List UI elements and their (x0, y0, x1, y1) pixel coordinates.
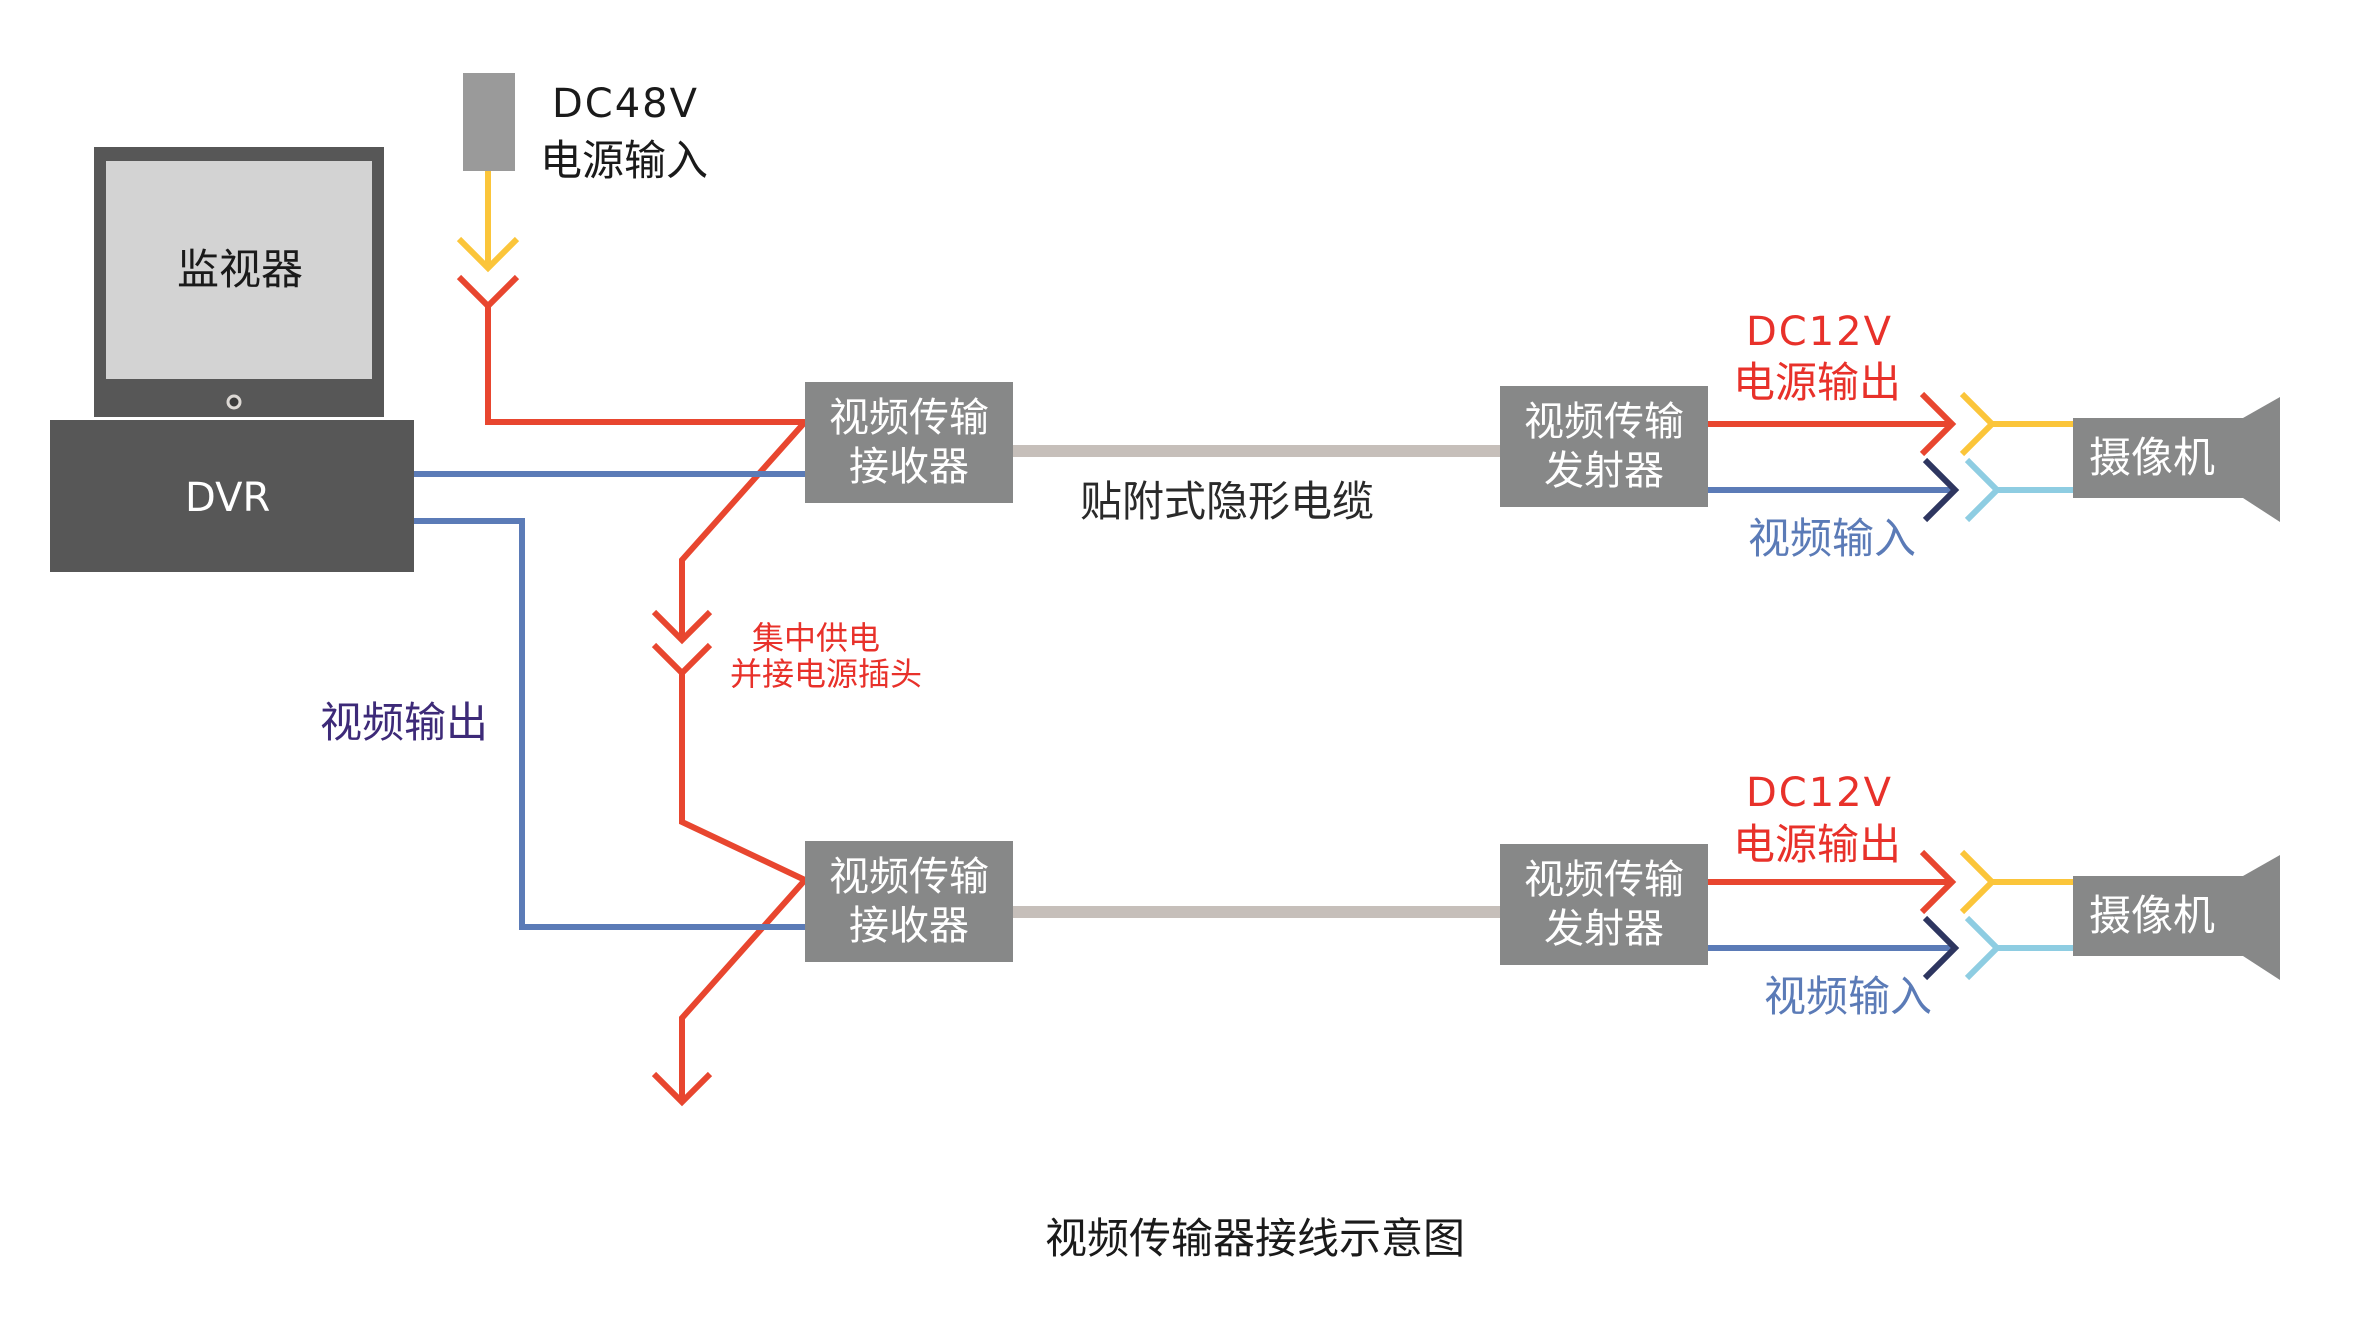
yellow-socket-y-icon-ch2 (1959, 849, 1997, 915)
red-arrow-right-icon-ch1 (1919, 391, 1957, 457)
diagram-title: 视频传输器接线示意图 (1045, 1214, 1466, 1263)
power-out-voltage-ch2: DC12V (1746, 770, 1893, 816)
transmitter-ch1: 视频传输 发射器 (1500, 386, 1708, 507)
red-arrow-down-icon-2 (651, 1071, 713, 1107)
receiver-ch2-line2: 接收器 (849, 902, 969, 949)
video-output-label: 视频输出 (320, 698, 489, 747)
power-input-label: 电源输入 (540, 136, 709, 185)
video-in-label-ch2: 视频输入 (1764, 972, 1933, 1021)
red-socket-y-icon-2 (651, 642, 713, 678)
lightblue-socket-y-icon-ch1 (1964, 457, 2002, 523)
camera-body-ch1 (2073, 418, 2245, 498)
transmitter-ch1-line2: 发射器 (1544, 447, 1664, 494)
power-distribution-red-wire-upper (679, 420, 808, 640)
transmitter-ch1-line1: 视频传输 (1524, 398, 1684, 445)
yellow-arrow-icon (456, 236, 520, 273)
dvr-label: DVR (185, 475, 271, 521)
dvr-body (50, 420, 414, 572)
receiver-ch1-line2: 接收器 (849, 443, 969, 490)
power-out-label-ch1: 电源输出 (1733, 358, 1902, 407)
camera-body-ch2 (2073, 876, 2245, 956)
power-out-voltage-ch1: DC12V (1746, 309, 1893, 355)
red-arrow-right-icon-ch2 (1919, 849, 1957, 915)
monitor-label: 监视器 (177, 245, 304, 294)
receiver-ch2: 视频传输 接收器 (805, 841, 1013, 962)
central-power-note-line2: 并接电源插头 (730, 655, 923, 693)
camera-label-ch1: 摄像机 (2089, 433, 2216, 482)
video-in-label-ch1: 视频输入 (1748, 514, 1917, 563)
central-power-note-line1: 集中供电 (752, 619, 881, 657)
camera-label-ch2: 摄像机 (2089, 891, 2216, 940)
power-distribution-red-wire-lower (679, 673, 810, 1102)
transmitter-ch2-line2: 发射器 (1544, 905, 1664, 952)
cable-label: 贴附式隐形电缆 (1080, 477, 1375, 526)
transmitter-ch2-line1: 视频传输 (1524, 856, 1684, 903)
camera-lens-ch2 (2243, 855, 2280, 980)
red-socket-y-icon (456, 274, 520, 311)
power-input-voltage: DC48V (552, 81, 699, 127)
receiver-ch2-line1: 视频传输 (829, 853, 989, 900)
lightblue-socket-y-icon-ch2 (1964, 915, 2002, 981)
navy-arrow-right-icon-ch2 (1922, 915, 1960, 981)
power-input-red-wire (485, 306, 805, 425)
receiver-ch1: 视频传输 接收器 (805, 382, 1013, 503)
red-arrow-down-icon (651, 609, 713, 645)
monitor-power-button-icon (226, 394, 242, 410)
dc48v-power-plug (463, 73, 515, 171)
receiver-ch1-line1: 视频传输 (829, 394, 989, 441)
navy-arrow-right-icon-ch1 (1922, 457, 1960, 523)
monitor-screen (106, 161, 372, 379)
video-line-ch2 (414, 518, 805, 930)
yellow-socket-y-icon-ch1 (1959, 391, 1997, 457)
power-out-label-ch2: 电源输出 (1733, 820, 1902, 869)
transmitter-ch2: 视频传输 发射器 (1500, 844, 1708, 965)
camera-lens-ch1 (2243, 397, 2280, 522)
